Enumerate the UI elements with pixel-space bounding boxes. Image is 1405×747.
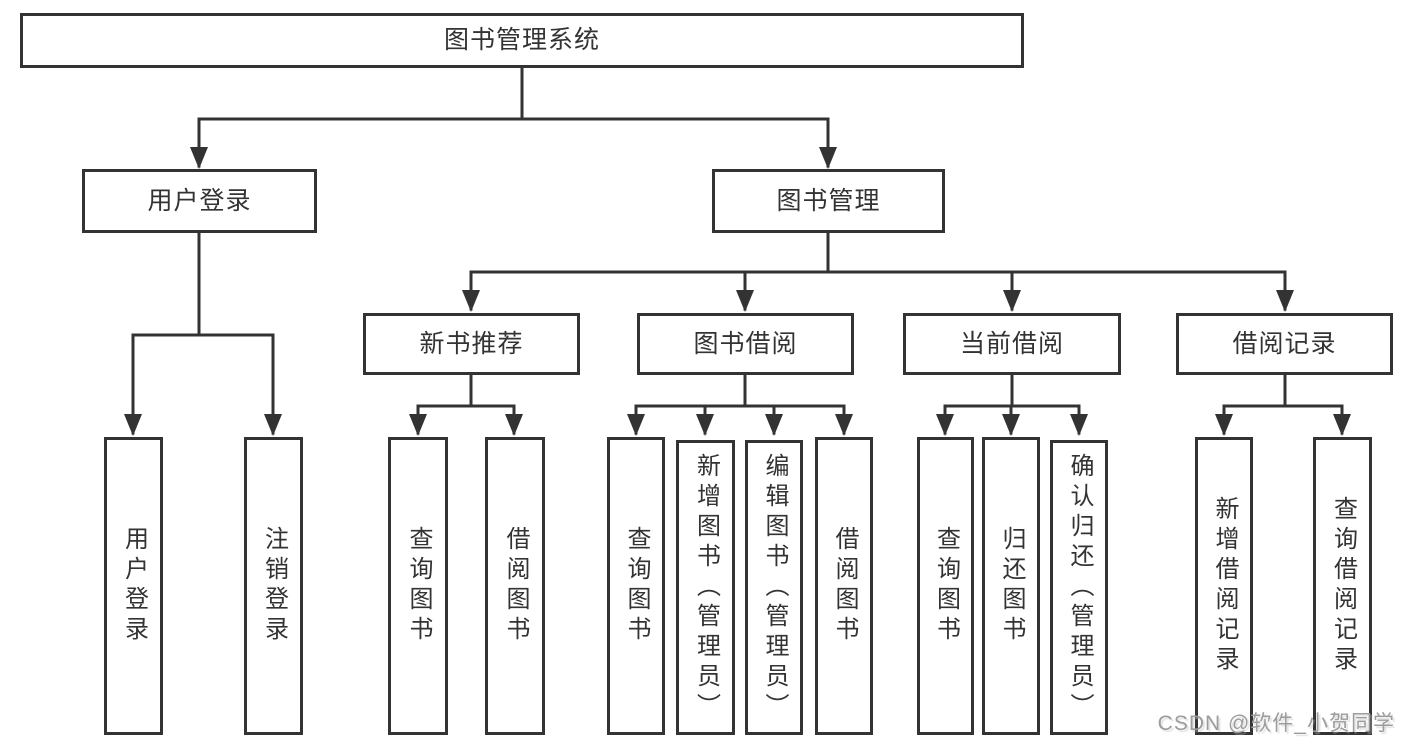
leaf-query-books: 查询图书: [917, 437, 974, 735]
leaf-query-borrow-record: 查询借阅记录: [1313, 437, 1372, 735]
leaf-add-borrow-record: 新增借阅记录: [1195, 437, 1253, 735]
node-book-management-branch: 图书管理: [712, 169, 945, 233]
leaf-query-books: 查询图书: [388, 437, 448, 735]
leaf-user-login: 用户登录: [104, 437, 163, 735]
connector-lines: [131, 66, 1344, 408]
node-user-login-branch: 用户登录: [82, 169, 317, 233]
leaf-edit-book-admin: 编辑图书（管理员）: [745, 440, 803, 735]
leaf-add-book-admin: 新增图书（管理员）: [676, 440, 735, 735]
leaf-confirm-return-admin: 确认归还（管理员）: [1050, 440, 1108, 735]
leaf-return-books: 归还图书: [982, 437, 1040, 735]
node-current-borrowing: 当前借阅: [903, 313, 1121, 375]
node-library-management-system: 图书管理系统: [20, 13, 1024, 68]
leaf-query-books: 查询图书: [607, 437, 665, 735]
leaf-borrow-books: 借阅图书: [485, 437, 545, 735]
leaf-borrow-books: 借阅图书: [815, 437, 873, 735]
leaf-logout: 注销登录: [244, 437, 303, 735]
csdn-watermark: CSDN @软件_小贺同学: [1157, 712, 1395, 735]
node-new-book-recommendation: 新书推荐: [363, 313, 580, 375]
node-book-borrowing: 图书借阅: [637, 313, 854, 375]
node-borrowing-records: 借阅记录: [1176, 313, 1393, 375]
